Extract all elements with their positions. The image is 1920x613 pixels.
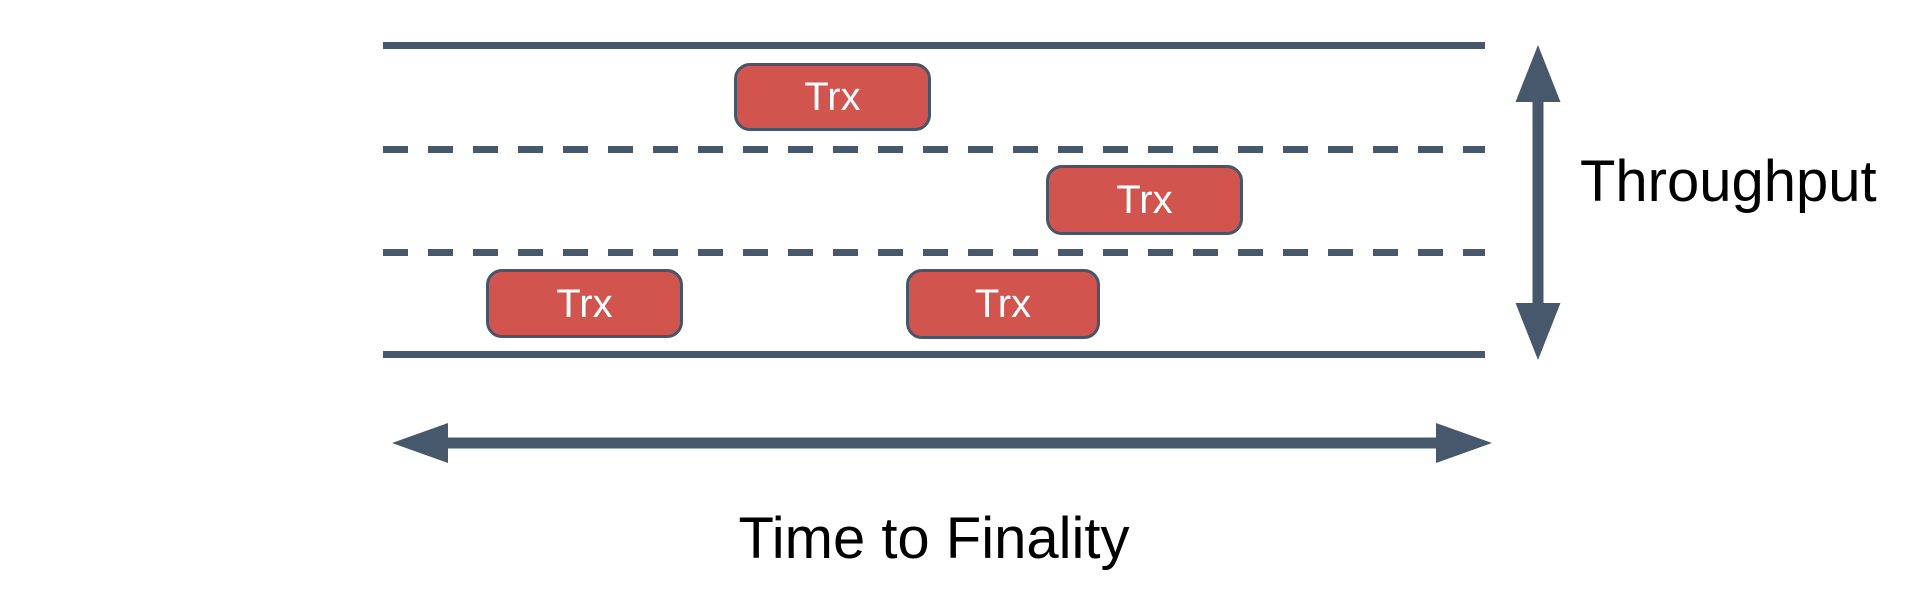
time-to-finality-axis-label: Time to Finality: [738, 506, 1130, 571]
double-headed-horizontal-arrow-icon: [392, 423, 1492, 463]
trx-box-label: Trx: [804, 75, 861, 119]
trx-box-label: Trx: [556, 281, 613, 326]
lane-boundary-bottom: [383, 351, 1485, 358]
lane-divider-upper: [383, 146, 1485, 153]
trx-box-label: Trx: [974, 282, 1032, 326]
trx-box-label: Trx: [1116, 178, 1173, 222]
double-headed-vertical-arrow-icon: [1515, 45, 1561, 360]
lane-divider-lower: [383, 249, 1485, 256]
throughput-axis-label: Throughput: [1580, 149, 1877, 214]
trx-box-middle-lane: Trx: [1046, 165, 1243, 235]
lane-boundary-top: [383, 42, 1485, 49]
trx-box-top-lane: Trx: [734, 63, 931, 131]
trx-box-bottom-lane-left: Trx: [486, 269, 683, 338]
trx-box-bottom-lane-right: Trx: [906, 269, 1100, 339]
